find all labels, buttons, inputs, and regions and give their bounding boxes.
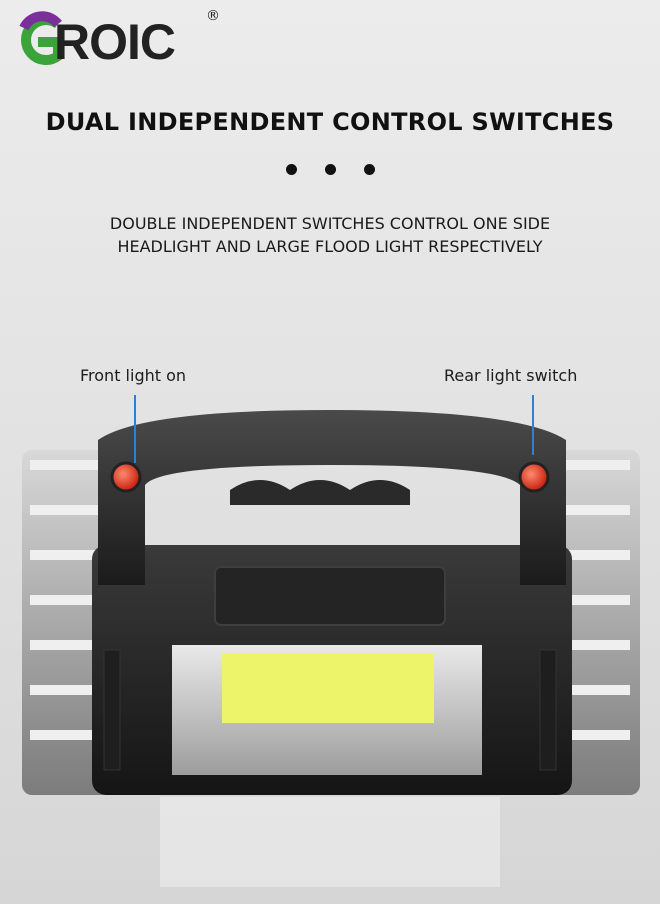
cob-led-panel[interactable] xyxy=(222,653,434,723)
right-grille xyxy=(539,649,557,771)
dot xyxy=(324,164,336,175)
rear-light-leader-line xyxy=(532,395,534,455)
brand-name: ROIC xyxy=(54,14,176,70)
flashlight-product-image xyxy=(22,410,640,887)
carry-handle xyxy=(98,410,566,585)
floor-reflection xyxy=(160,797,500,887)
dot xyxy=(363,164,375,175)
page-headline: DUAL INDEPENDENT CONTROL SWITCHES xyxy=(45,108,615,136)
brand-logo: ROIC ® xyxy=(14,8,220,70)
subheadline-line-2: HEADLIGHT AND LARGE FLOOD LIGHT RESPECTI… xyxy=(117,237,543,256)
registered-mark: ® xyxy=(206,8,220,24)
rear-light-switch[interactable] xyxy=(518,461,550,493)
left-grille xyxy=(103,649,121,771)
handle-grip xyxy=(230,480,410,505)
front-light-leader-line xyxy=(134,395,136,463)
subheadline: DOUBLE INDEPENDENT SWITCHES CONTROL ONE … xyxy=(0,212,660,258)
center-latch xyxy=(214,566,446,626)
green-purple-g-icon xyxy=(19,11,62,65)
dot-separator xyxy=(0,164,660,175)
left-fin-cap xyxy=(22,450,114,795)
subheadline-line-1: DOUBLE INDEPENDENT SWITCHES CONTROL ONE … xyxy=(109,214,551,233)
front-light-switch[interactable] xyxy=(110,461,142,493)
callout-front-light: Front light on xyxy=(80,366,187,385)
dot xyxy=(285,164,297,175)
callout-rear-light: Rear light switch xyxy=(444,366,578,385)
